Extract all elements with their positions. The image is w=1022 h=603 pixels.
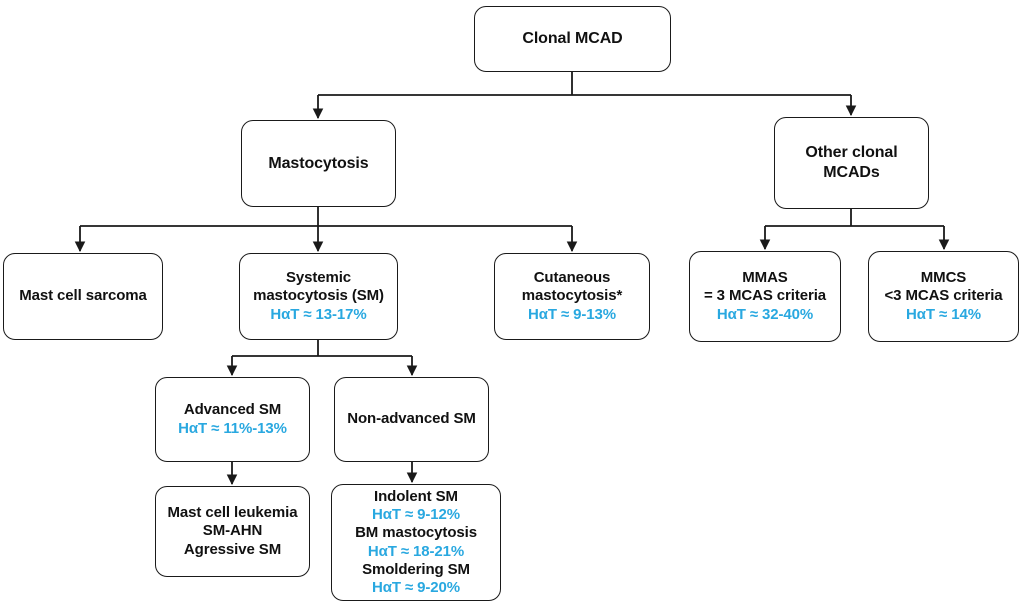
node-advanced-sm-subtypes[interactable]: Mast cell leukemia SM-AHN Agressive SM bbox=[155, 486, 310, 577]
node-other-clonal-mcads[interactable]: Other clonal MCADs bbox=[774, 117, 929, 209]
node-label-line-2: MCADs bbox=[823, 164, 880, 181]
node-label: Clonal MCAD bbox=[522, 30, 623, 48]
subtype-label-smoldering: Smoldering SM bbox=[362, 560, 470, 578]
subtype-line-1: Mast cell leukemia bbox=[167, 504, 298, 522]
node-label-line-1: Other clonal bbox=[805, 144, 898, 162]
node-label: Non-advanced SM bbox=[347, 410, 476, 428]
subtype-line-2: SM-AHN bbox=[202, 522, 263, 540]
subtype-label-bm: BM mastocytosis bbox=[355, 524, 477, 542]
node-label-line-1: MMCS bbox=[920, 269, 967, 287]
node-advanced-sm[interactable]: Advanced SM HαT ≈ 11%-13% bbox=[155, 377, 310, 462]
node-label-line-1: MMAS bbox=[742, 269, 788, 287]
hat-prevalence: HαT ≈ 13-17% bbox=[270, 305, 367, 323]
node-mmcs[interactable]: MMCS <3 MCAS criteria HαT ≈ 14% bbox=[868, 251, 1019, 342]
node-criteria: <3 MCAS criteria bbox=[884, 287, 1003, 305]
node-mast-cell-sarcoma[interactable]: Mast cell sarcoma bbox=[3, 253, 163, 340]
edge-mastocytosis-to-subtypes bbox=[74, 207, 578, 253]
hat-prevalence-bm: HαT ≈ 18-21% bbox=[367, 542, 465, 560]
hat-prevalence: HαT ≈ 14% bbox=[906, 305, 981, 323]
hat-prevalence-indolent: HαT ≈ 9-12% bbox=[371, 505, 461, 523]
node-cutaneous-mastocytosis[interactable]: Cutaneous mastocytosis* HαT ≈ 9-13% bbox=[494, 253, 650, 340]
node-label-line-1: Cutaneous bbox=[533, 269, 611, 287]
node-criteria: = 3 MCAS criteria bbox=[703, 287, 827, 305]
node-label-line-2: mastocytosis* bbox=[521, 287, 623, 305]
node-systemic-mastocytosis[interactable]: Systemic mastocytosis (SM) HαT ≈ 13-17% bbox=[239, 253, 398, 340]
subtype-line-3: Agressive SM bbox=[183, 540, 282, 558]
edge-other-clonal-to-subtypes bbox=[759, 209, 950, 251]
node-clonal-mcad[interactable]: Clonal MCAD bbox=[474, 6, 671, 72]
node-label: Advanced SM bbox=[183, 401, 282, 419]
hat-prevalence-smoldering: HαT ≈ 9-20% bbox=[371, 579, 461, 597]
node-label-line-2: mastocytosis (SM) bbox=[253, 287, 384, 305]
node-label: Mastocytosis bbox=[268, 154, 369, 172]
edge-sm-to-advanced-nonadvanced bbox=[226, 340, 418, 377]
node-mastocytosis[interactable]: Mastocytosis bbox=[241, 120, 396, 207]
node-non-advanced-sm[interactable]: Non-advanced SM bbox=[334, 377, 489, 462]
node-label-line-1: Systemic bbox=[285, 269, 352, 287]
node-mmas[interactable]: MMAS = 3 MCAS criteria HαT ≈ 32-40% bbox=[689, 251, 841, 342]
subtype-label-indolent: Indolent SM bbox=[374, 487, 458, 505]
node-non-advanced-sm-subtypes[interactable]: Indolent SM HαT ≈ 9-12% BM mastocytosis … bbox=[331, 484, 501, 601]
hat-prevalence: HαT ≈ 9-13% bbox=[527, 305, 617, 323]
hat-prevalence: HαT ≈ 32-40% bbox=[716, 305, 814, 323]
edge-clonal-mcad-to-level2 bbox=[312, 72, 857, 120]
hat-prevalence: HαT ≈ 11%-13% bbox=[178, 419, 287, 437]
node-label: Mast cell sarcoma bbox=[19, 287, 147, 305]
